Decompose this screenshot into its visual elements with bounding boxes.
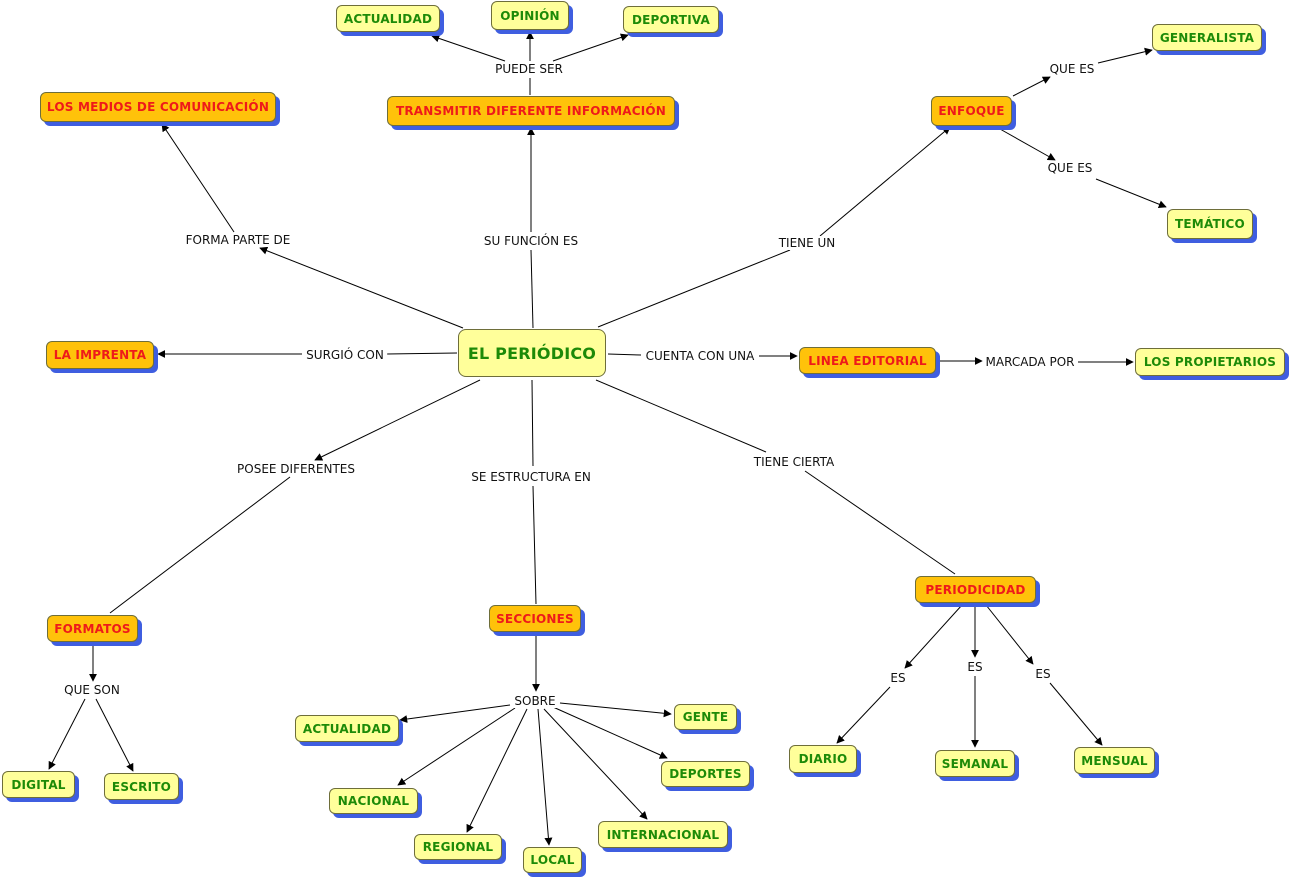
node-medios-comunicacion[interactable]: LOS MEDIOS DE COMUNICACIÓN — [40, 92, 276, 122]
node-formatos[interactable]: FORMATOS — [47, 615, 138, 642]
edge-posee-formatos — [109, 476, 291, 614]
link-que-son: QUE SON — [61, 683, 123, 697]
edge-puede-actualidad — [431, 34, 506, 62]
edge-queson-digital — [48, 698, 86, 770]
node-local[interactable]: LOCAL — [523, 847, 582, 873]
link-su-funcion-es: SU FUNCIÓN ES — [480, 234, 582, 248]
node-deportiva[interactable]: DEPORTIVA — [623, 6, 719, 33]
edge-puede-deportiva — [552, 33, 629, 62]
edge-center-forma — [259, 246, 464, 329]
link-es-3: ES — [1032, 667, 1054, 681]
node-internacional[interactable]: INTERNACIONAL — [598, 821, 728, 848]
node-semanal[interactable]: SEMANAL — [935, 750, 1015, 777]
edge-queson-escrito — [95, 698, 134, 772]
node-digital[interactable]: DIGITAL — [2, 771, 75, 798]
link-cuenta-con-una: CUENTA CON UNA — [642, 349, 758, 363]
node-periodicidad[interactable]: PERIODICIDAD — [915, 576, 1036, 603]
edge-sobre-regional — [466, 708, 528, 833]
link-sobre: SOBRE — [511, 694, 559, 708]
edge-center-estructura — [531, 379, 534, 467]
node-regional[interactable]: REGIONAL — [414, 834, 502, 860]
link-tiene-un: TIENE UN — [775, 236, 839, 250]
link-es-1: ES — [887, 671, 909, 685]
edge-quees1-generalista — [1097, 47, 1153, 64]
node-los-propietarios[interactable]: LOS PROPIETARIOS — [1135, 348, 1285, 376]
node-gente[interactable]: GENTE — [674, 704, 737, 730]
edge-period-es3 — [985, 604, 1034, 665]
edge-enfoque-quees2 — [999, 128, 1056, 161]
edge-center-posee — [314, 379, 481, 461]
link-que-es-2: QUE ES — [1044, 161, 1096, 175]
node-generalista[interactable]: GENERALISTA — [1152, 24, 1262, 51]
node-mensual[interactable]: MENSUAL — [1074, 747, 1155, 774]
edge-es3-mensual — [1049, 682, 1103, 746]
edge-tiene-un-enfoque — [819, 126, 951, 237]
edge-period-es1 — [904, 604, 963, 669]
node-secciones[interactable]: SECCIONES — [489, 605, 581, 632]
node-el-periodico[interactable]: EL PERIÓDICO — [458, 329, 606, 377]
edge-center-tiene-un — [597, 249, 791, 328]
edge-quees2-tematico — [1095, 178, 1167, 209]
edge-center-cuenta — [607, 353, 642, 356]
node-escrito[interactable]: ESCRITO — [104, 773, 179, 800]
link-tiene-cierta: TIENE CIERTA — [750, 455, 838, 469]
link-se-estructura-en: SE ESTRUCTURA EN — [468, 470, 594, 484]
link-que-es-1: QUE ES — [1046, 62, 1098, 76]
node-tematico[interactable]: TEMÁTICO — [1167, 209, 1253, 239]
link-es-2: ES — [964, 660, 986, 674]
node-enfoque[interactable]: ENFOQUE — [931, 96, 1012, 126]
node-linea-editorial[interactable]: LINEA EDITORIAL — [799, 347, 936, 374]
edge-center-surgio — [386, 352, 458, 355]
edge-sobre-internacional — [543, 708, 648, 820]
node-actualidad-top[interactable]: ACTUALIDAD — [336, 5, 440, 32]
link-forma-parte-de: FORMA PARTE DE — [182, 233, 294, 247]
edge-center-funcion — [530, 249, 534, 329]
node-opinion[interactable]: OPINIÓN — [491, 1, 569, 30]
node-deportes[interactable]: DEPORTES — [661, 761, 750, 787]
link-puede-ser: PUEDE SER — [492, 62, 566, 76]
node-transmitir-informacion[interactable]: TRANSMITIR DIFERENTE INFORMACIÓN — [387, 96, 675, 126]
edge-sobre-actualidad — [399, 704, 511, 723]
link-posee-diferentes: POSEE DIFERENTES — [234, 462, 358, 476]
node-nacional[interactable]: NACIONAL — [329, 788, 418, 814]
edge-forma-medios — [161, 123, 235, 233]
node-la-imprenta[interactable]: LA IMPRENTA — [46, 341, 154, 369]
link-surgio-con: SURGIÓ CON — [303, 348, 387, 362]
node-diario[interactable]: DIARIO — [789, 745, 857, 773]
edge-estructura-secciones — [532, 485, 537, 605]
node-actualidad-bottom[interactable]: ACTUALIDAD — [295, 715, 399, 742]
edge-es1-diario — [836, 686, 891, 744]
edge-enfoque-quees1 — [1012, 76, 1051, 97]
link-marcada-por: MARCADA POR — [982, 355, 1078, 369]
edge-sobre-gente — [559, 702, 672, 718]
edge-sobre-local — [537, 708, 553, 846]
edge-center-cierta — [595, 379, 767, 453]
edge-cierta-periodicidad — [804, 470, 956, 575]
edge-sobre-nacional — [397, 707, 516, 786]
edge-sobre-deportes — [552, 706, 668, 759]
